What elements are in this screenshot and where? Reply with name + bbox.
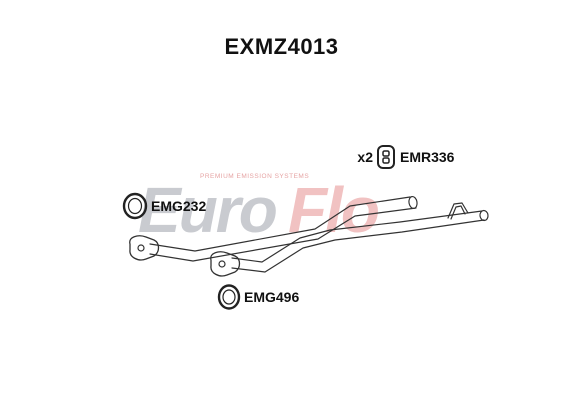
gasket-ring-icon xyxy=(217,284,241,310)
part-label-emr336: EMR336 xyxy=(400,149,455,165)
part-label-emg496: EMG496 xyxy=(244,289,299,305)
watermark-brand-part1: Euro xyxy=(138,174,277,246)
part-label-emg232: EMG232 xyxy=(151,198,206,214)
gasket-ring-icon xyxy=(122,192,148,220)
watermark-logo: Euro Flo PREMIUM EMISSION SYSTEMS xyxy=(138,173,381,246)
watermark-tagline: PREMIUM EMISSION SYSTEMS xyxy=(200,173,309,180)
rubber-mount-icon xyxy=(377,145,395,169)
watermark-brand-part2: Flo xyxy=(288,174,379,246)
part-number-title: EXMZ4013 xyxy=(224,34,339,59)
exhaust-pipe-assembly xyxy=(129,195,489,277)
quantity-label-emr336: x2 xyxy=(357,149,373,165)
